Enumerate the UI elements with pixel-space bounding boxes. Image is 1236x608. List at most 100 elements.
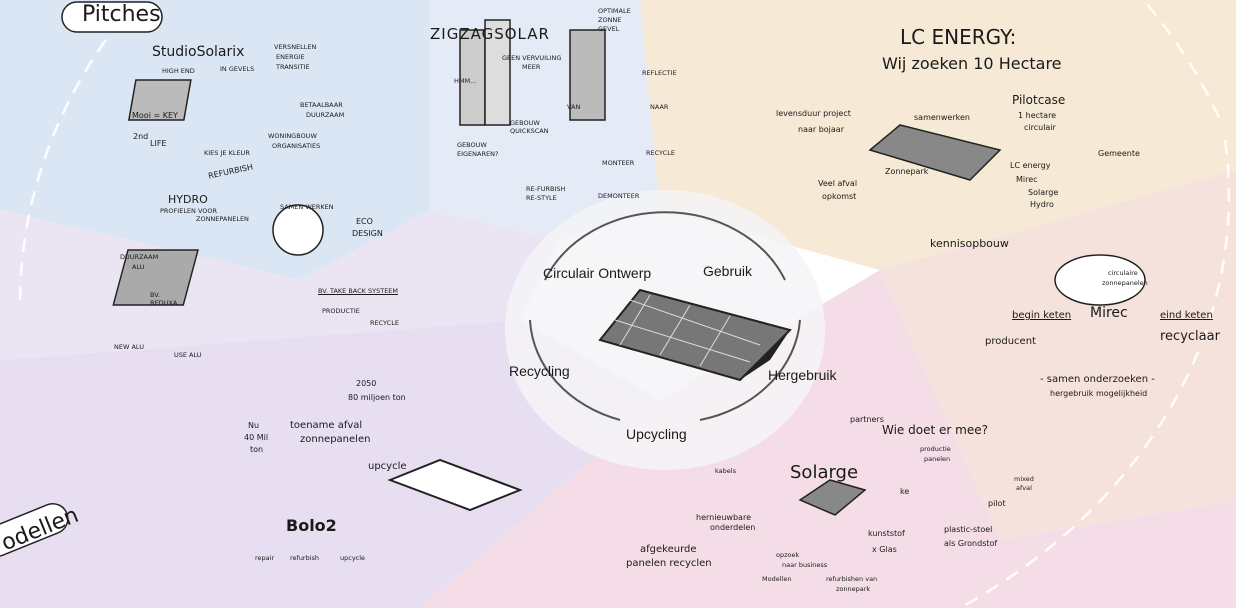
solarix-mooi: Mooi = KEY <box>132 111 178 120</box>
region-hydro <box>0 210 560 360</box>
hydro-samen: SAMEN WERKEN <box>280 203 334 211</box>
zigzag-eigenaren-1: GEBOUW <box>457 141 487 149</box>
solarge-hernieuwbaar-2: onderdelen <box>710 523 756 532</box>
solarge-stoel-1: plastic-stoel <box>944 525 993 534</box>
bolo-nu-2: 40 Mil <box>244 433 269 442</box>
lc-veel-afval-2: opkomst <box>822 192 857 201</box>
solarge-partners: partners <box>850 415 884 424</box>
lc-project-1: levensduur project <box>776 109 851 118</box>
zigzag-title: ZIGZAGSOLAR <box>430 25 550 43</box>
mirec-eind: eind keten <box>1160 310 1213 321</box>
mirec-samen: - samen onderzoeken - <box>1040 374 1155 385</box>
solarix-woningbouw-2: ORGANISATIES <box>272 142 321 150</box>
solarge-mixed-1: mixed <box>1014 475 1034 483</box>
hydro-new-alu: NEW ALU <box>114 343 144 351</box>
solarix-life-2: LIFE <box>150 139 167 148</box>
solarix-title: StudioSolarix <box>152 44 245 60</box>
lc-zonnepark: Zonnepark <box>885 167 929 176</box>
mirec-cloud-2: zonnepanelen <box>1102 279 1148 287</box>
hydro-sub-2: ZONNEPANELEN <box>196 215 249 223</box>
bolo-toename-2: zonnepanelen <box>300 434 371 445</box>
solarge-ke: ke <box>900 487 910 496</box>
hydro-productie: PRODUCTIE <box>322 307 360 315</box>
region-pitches <box>0 0 430 280</box>
solarge-hernieuwbaar-1: hernieuwbare <box>696 513 751 522</box>
hydro-duurzaam-2: ALU <box>132 263 145 271</box>
cycle-gebruik: Gebruik <box>703 263 753 279</box>
solarix-life-1: 2nd <box>133 132 149 141</box>
bolo-step-3: upcycle <box>340 554 366 562</box>
zigzag-optimale-2: ZONNE <box>598 16 622 24</box>
region-mirec <box>880 170 1236 540</box>
solarge-refurbishen-1: refurbishen van <box>826 575 878 583</box>
solarge-kunststof-2: x Glas <box>872 545 897 554</box>
hydro-eco-2: DESIGN <box>352 229 383 238</box>
solarge-opzoek-2: naar business <box>782 561 828 569</box>
mirec-hergebruik: hergebruik mogelijkheid <box>1050 389 1148 398</box>
solarge-afgekeurde-1: afgekeurde <box>640 544 697 555</box>
hydro-eco-1: ECO <box>356 217 373 226</box>
cycle-upcycling: Upcycling <box>626 426 687 442</box>
solarix-high-end: HIGH END <box>162 67 195 75</box>
solarix-betaalbaar-1: BETAALBAAR <box>300 101 343 109</box>
bolo-mt: 80 miljoen ton <box>348 393 406 402</box>
region-solarge <box>420 270 1236 608</box>
zigzag-quickscan-1: GEBOUW <box>510 119 540 127</box>
hydro-take-back: BV. TAKE BACK SYSTEEM <box>318 287 399 295</box>
zigzag-refurbish-1: RE-FURBISH <box>526 185 566 193</box>
hydro-sub-1: PROFIELEN VOOR <box>160 207 218 215</box>
hydro-title: HYDRO <box>168 193 208 206</box>
lc-gemeente: Gemeente <box>1098 149 1140 158</box>
zigzag-hmm: HMM... <box>454 77 477 85</box>
solarge-kunststof-1: kunststof <box>868 529 905 538</box>
solarix-betaalbaar-2: DUURZAAM <box>306 111 345 119</box>
bolo-toename-1: toename afval <box>290 420 363 431</box>
lc-partner-3: Solarge <box>1028 188 1059 197</box>
mirec-producent: producent <box>985 336 1036 347</box>
lc-pilot: Pilotcase <box>1012 93 1066 107</box>
hydro-recycle: RECYCLE <box>370 319 399 327</box>
lc-samenwerken: samenwerken <box>914 113 970 122</box>
zigzag-geen-2: MEER <box>522 63 541 71</box>
cycle-hergebruik: Hergebruik <box>768 367 837 383</box>
central-solar-panel <box>598 288 792 382</box>
zigzag-monteer: MONTEER <box>602 159 635 167</box>
solarge-mixed-2: afval <box>1016 484 1032 492</box>
bolo-name: Bolo2 <box>286 516 337 535</box>
solarge-wie: Wie doet er mee? <box>882 423 988 437</box>
hydro-duurzaam-1: DUURZAAM <box>120 253 159 261</box>
solarge-pilot: pilot <box>988 499 1006 508</box>
hydro-reduxa-2: REDUXA <box>150 299 178 307</box>
lc-title: LC ENERGY: <box>900 25 1017 49</box>
bolo-nu-1: Nu <box>248 421 260 430</box>
solarix-versnellen-2: ENERGIE <box>276 53 305 61</box>
heading-pitches: Pitches <box>82 2 161 27</box>
lc-hectare-1: 1 hectare <box>1018 111 1057 120</box>
solarix-versnellen-3: TRANSITIE <box>276 63 310 71</box>
lc-partner-2: Mirec <box>1016 175 1038 184</box>
lc-partner-4: Hydro <box>1030 200 1054 209</box>
solarge-productie-2: panelen <box>924 455 951 463</box>
zigzag-demonteer: DEMONTEER <box>598 192 640 200</box>
zigzag-refurbish-2: RE-STYLE <box>526 194 557 202</box>
modellen-pill <box>0 503 69 557</box>
solarge-kabels: kabels <box>715 467 736 475</box>
hydro-reduxa-1: BV. <box>150 291 160 299</box>
solarge-stoel-2: als Grondstof <box>944 539 998 548</box>
solarge-name: Solarge <box>790 462 859 483</box>
cycle-recycling: Recycling <box>509 363 570 379</box>
solarge-productie-1: productie <box>920 445 951 453</box>
pitches-pill <box>61 1 163 33</box>
mirec-cloud-1: circulaire <box>1108 269 1138 277</box>
zigzag-optimale-1: OPTIMALE <box>598 7 631 15</box>
solarge-afgekeurde-2: panelen recyclen <box>626 558 712 569</box>
zigzag-van: VAN <box>567 103 581 111</box>
cycle-ring <box>544 211 786 281</box>
lc-kennis: kennisopbouw <box>930 237 1009 250</box>
bolo-step-2: refurbish <box>290 554 320 562</box>
lc-veel-afval-1: Veel afval <box>818 179 858 188</box>
solarix-versnellen-1: VERSNELLEN <box>274 43 317 51</box>
zigzag-geen-1: GEEN VERVUILING <box>502 54 562 62</box>
mirec-begin: begin keten <box>1012 310 1072 321</box>
